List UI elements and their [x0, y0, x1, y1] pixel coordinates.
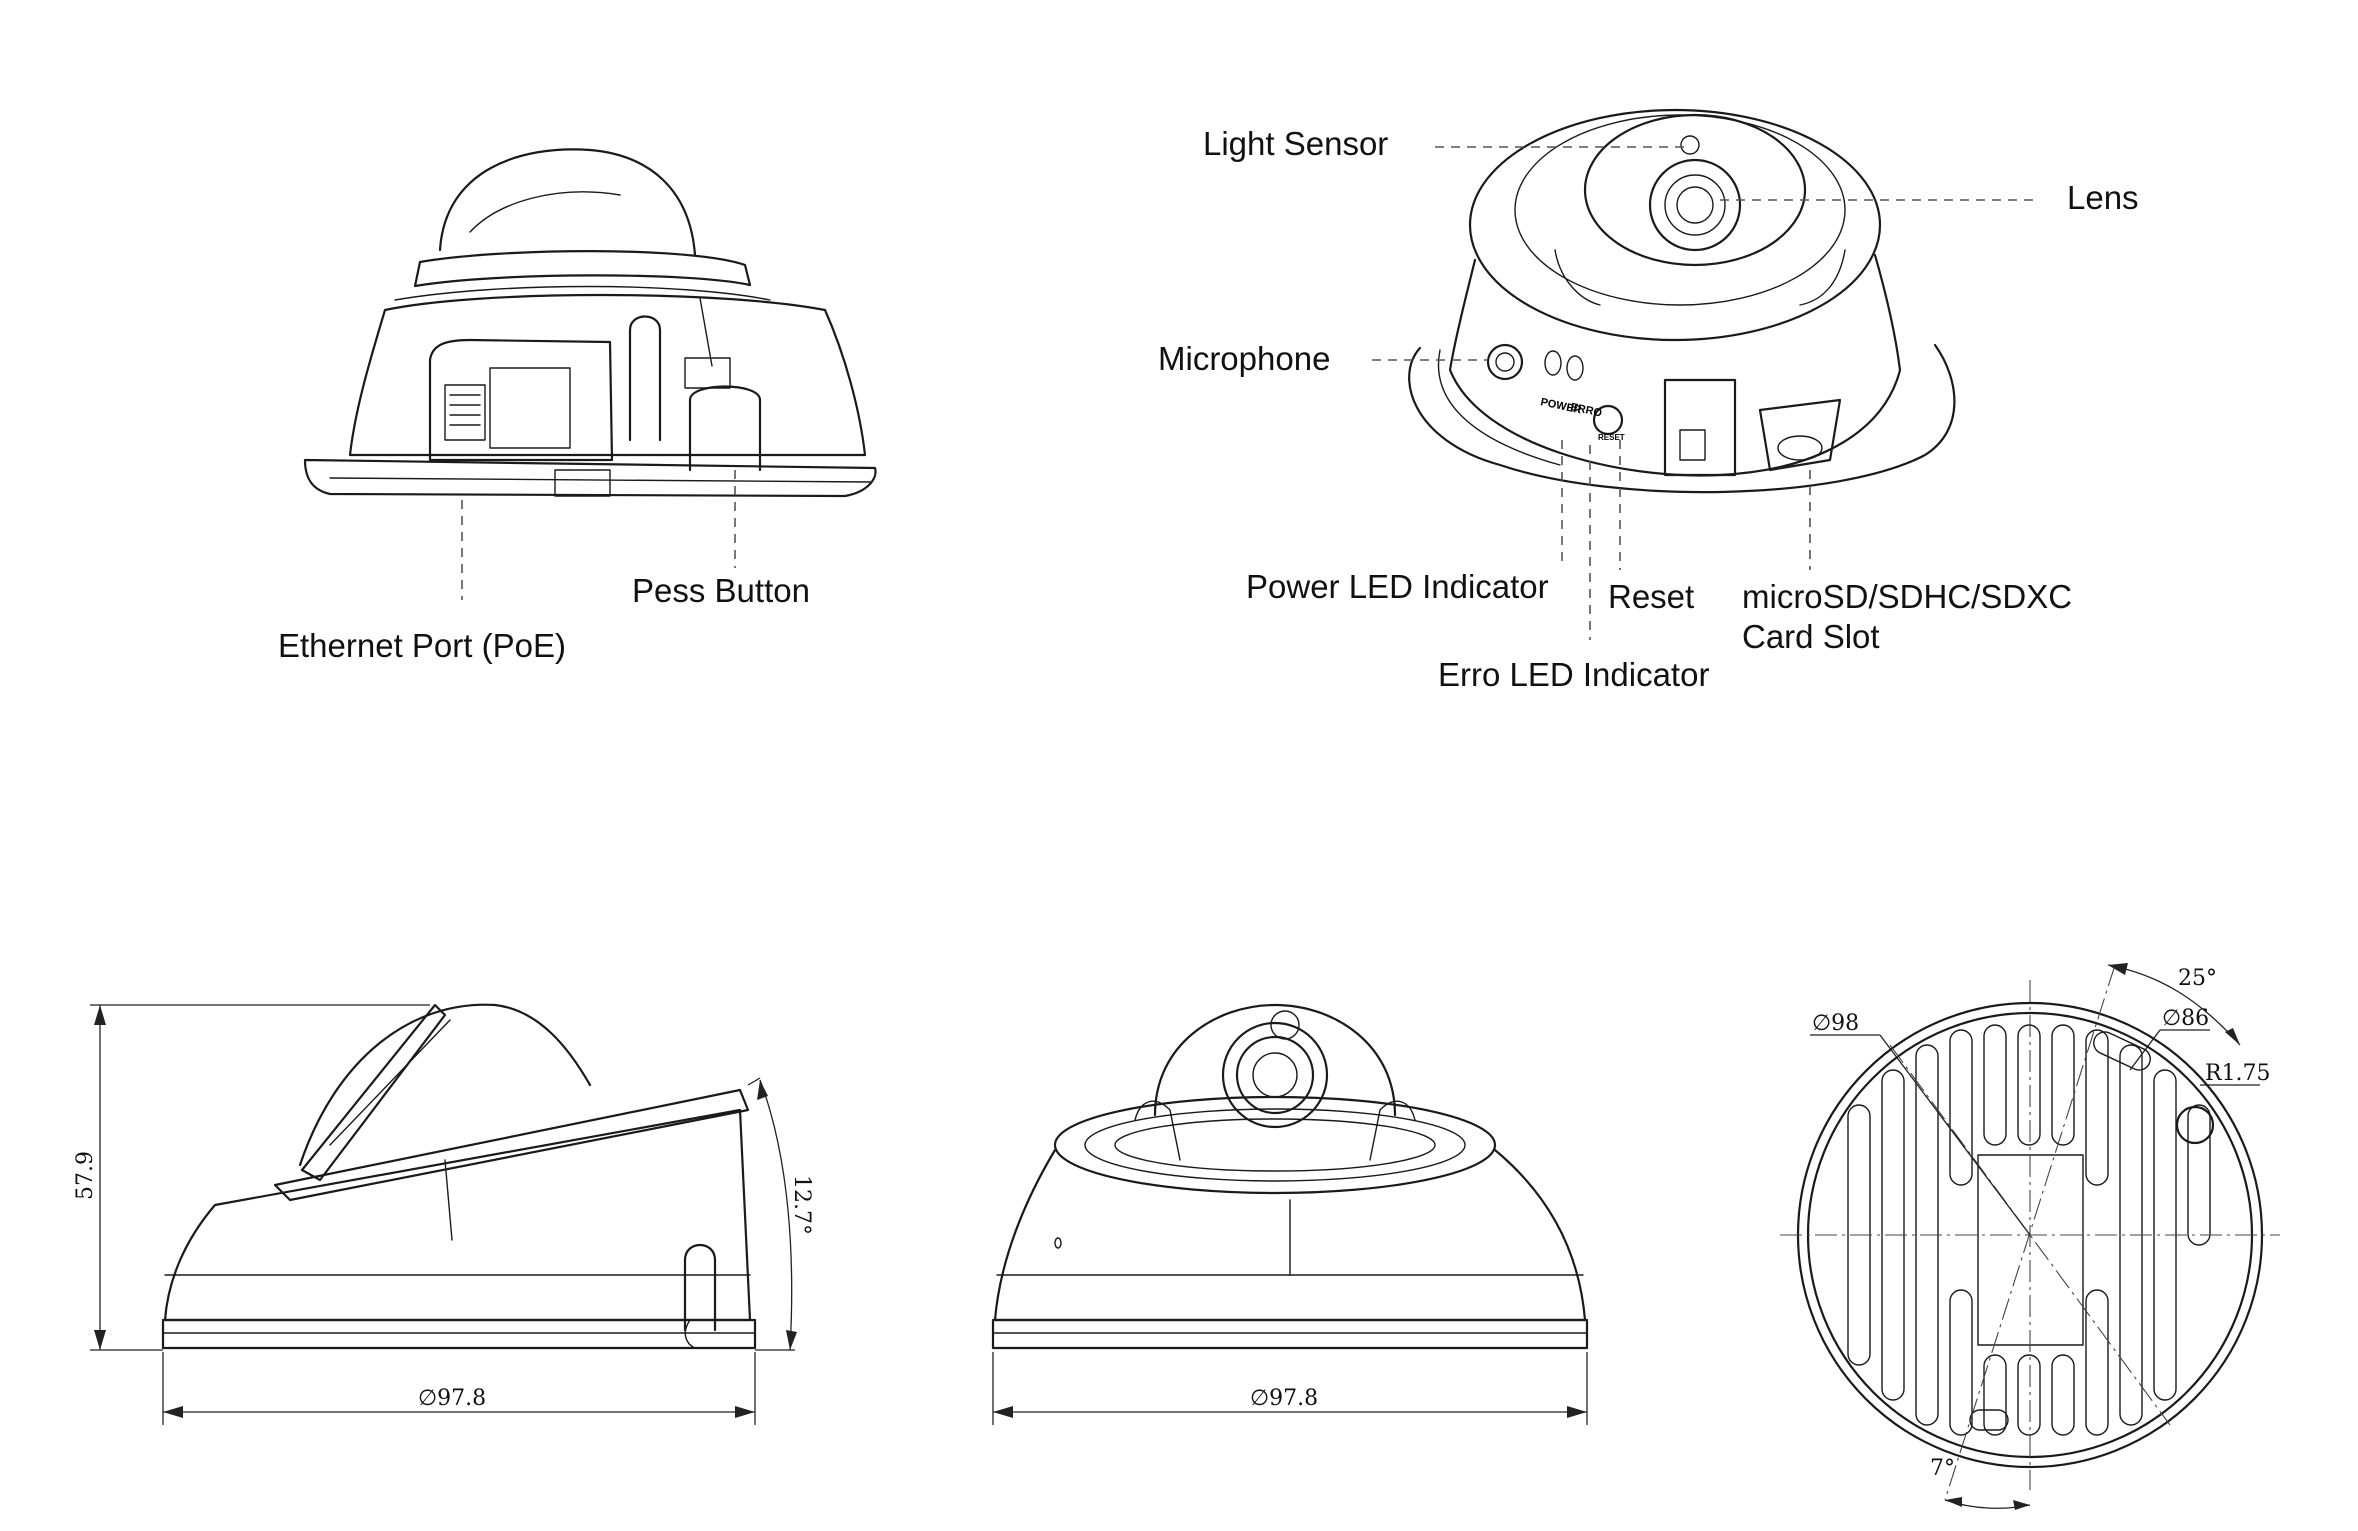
base-outer-diameter-label: ∅98	[1812, 1011, 1859, 1036]
rear-perspective-view	[303, 148, 877, 600]
sd-slot-label-line2: Card Slot	[1742, 618, 1880, 655]
slot-radius-label: R1.75	[2205, 1061, 2271, 1086]
front-diameter-label: ∅97.8	[1250, 1386, 1318, 1411]
erro-panel-label: ERRO	[1569, 401, 1603, 419]
reset-panel-label: RESET	[1598, 433, 1625, 442]
light-sensor-label: Light Sensor	[1203, 125, 1389, 162]
front-elevation-view	[991, 1003, 1589, 1425]
base-plate-view	[1780, 963, 2280, 1510]
base-hole-circle-label: ∅86	[2162, 1006, 2209, 1031]
lens-label: Lens	[2067, 179, 2139, 216]
angle-bottom-label: 7°	[1930, 1456, 1955, 1481]
angle-top-label: 25°	[2178, 966, 2217, 991]
tilt-dimension-label: 12.7°	[789, 1175, 814, 1235]
press-button-label: Pess Button	[632, 572, 810, 609]
side-diameter-label: ∅97.8	[418, 1386, 486, 1411]
ethernet-port-label: Ethernet Port (PoE)	[278, 627, 566, 664]
front-perspective-view	[1372, 108, 2040, 640]
height-dimension-label: 57.9	[73, 1151, 98, 1200]
error-led-label: Erro LED Indicator	[1438, 656, 1710, 693]
reset-label: Reset	[1608, 578, 1695, 615]
power-led-label: Power LED Indicator	[1246, 568, 1549, 605]
sd-slot-label-line1: microSD/SDHC/SDXC	[1742, 578, 2073, 615]
microphone-label: Microphone	[1158, 340, 1331, 377]
side-elevation-view	[90, 1003, 797, 1425]
